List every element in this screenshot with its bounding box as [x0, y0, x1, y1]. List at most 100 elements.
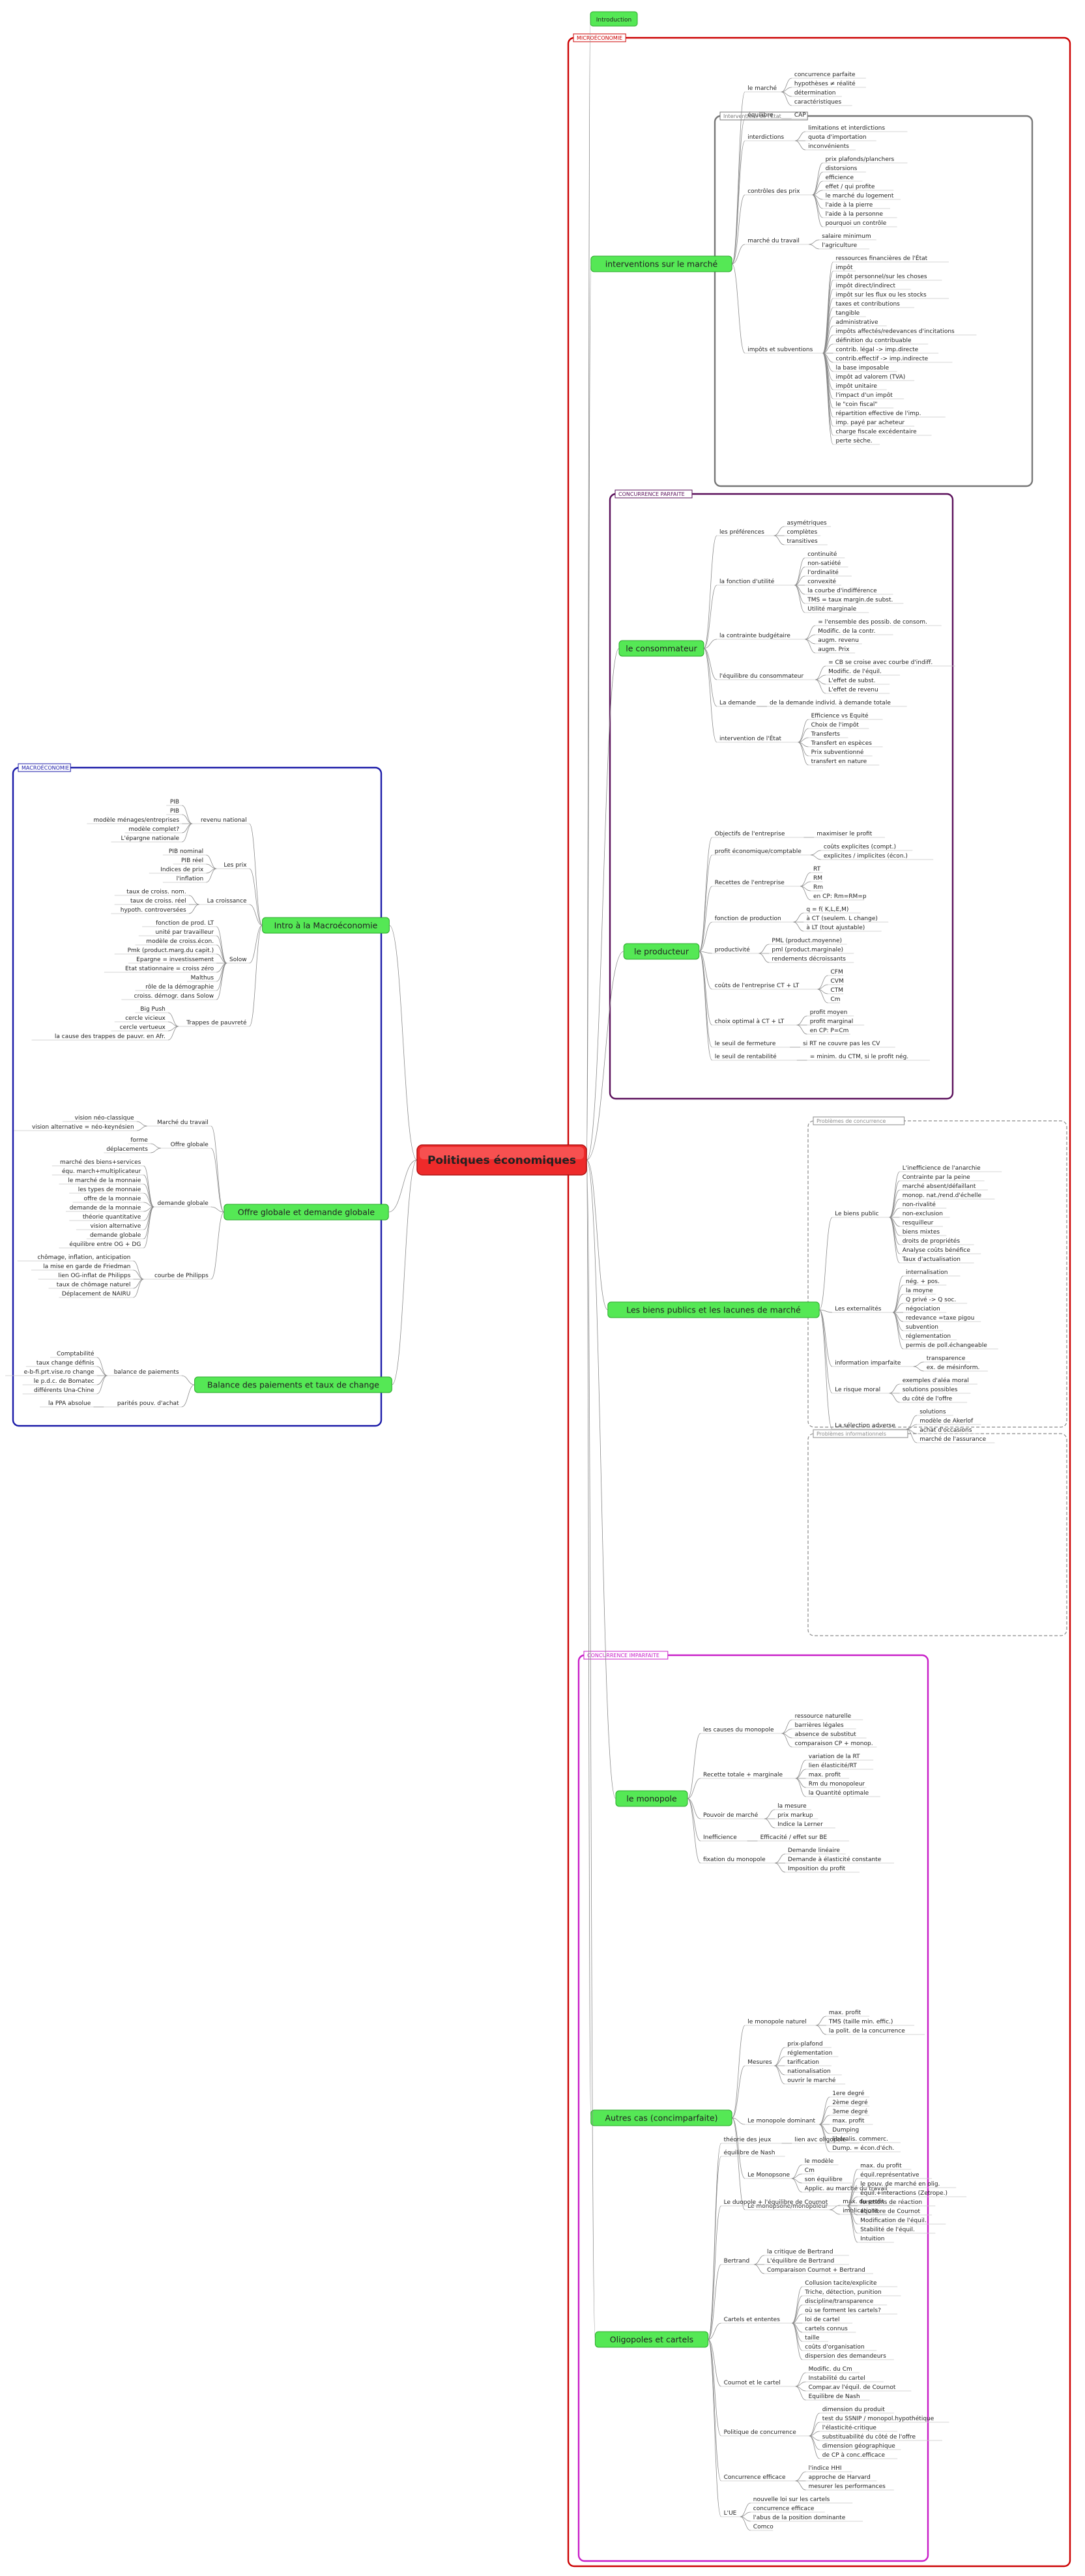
leaf-label[interactable]: son équilibre	[805, 2176, 843, 2183]
group-label[interactable]: parités pouv. d'achat	[117, 1400, 179, 1407]
leaf-label[interactable]: charge fiscale excédentaire	[836, 428, 918, 435]
leaf-label[interactable]: taxes et contributions	[836, 301, 901, 308]
leaf-label[interactable]: Cm	[831, 996, 841, 1003]
leaf-label[interactable]: l'indice HHI	[809, 2465, 842, 2472]
leaf-label[interactable]: dimension géographique	[822, 2442, 896, 2450]
group-label[interactable]: les préférences	[719, 528, 764, 536]
leaf-label[interactable]: distorsions	[826, 166, 858, 172]
group-label[interactable]: la fonction d'utilité	[719, 578, 775, 585]
leaf-label[interactable]: perte sèche.	[836, 437, 873, 444]
leaf-label[interactable]: prix-plafond	[787, 2041, 822, 2048]
group-label[interactable]: coûts de l'entreprise CT + LT	[715, 983, 800, 989]
leaf-label[interactable]: CFM	[831, 969, 843, 976]
leaf-label[interactable]: la Quantité optimale	[809, 1789, 869, 1797]
leaf-label[interactable]: solutions possibles	[903, 1387, 958, 1393]
leaf-label[interactable]: Cm	[805, 2167, 815, 2174]
leaf-label[interactable]: impôt unitaire	[836, 383, 878, 390]
leaf-label[interactable]: Transferts	[811, 731, 841, 738]
leaf-label[interactable]: ressource naturelle	[795, 1713, 852, 1720]
leaf-label[interactable]: Instabilité du cartel	[809, 2375, 865, 2382]
leaf-label[interactable]: taux de croiss. nom.	[126, 889, 186, 895]
leaf-label[interactable]: fonction de prod. LT	[156, 920, 214, 927]
leaf-label[interactable]: Modification de l'équil.	[860, 2217, 927, 2224]
group-label[interactable]: interdictions	[747, 134, 784, 141]
leaf-label[interactable]: chômage, inflation, anticipation	[37, 1254, 130, 1261]
leaf-label[interactable]: CAP	[794, 112, 806, 119]
leaf-label[interactable]: non-rivalité	[903, 1201, 936, 1208]
leaf-label[interactable]: = l'ensemble des possib. de consom.	[818, 619, 927, 626]
leaf-label[interactable]: l'ordinalité	[807, 569, 839, 576]
leaf-label[interactable]: TMS (taille min. effic.)	[828, 2019, 893, 2025]
group-label[interactable]: le seuil de rentabilité	[715, 1053, 777, 1060]
leaf-label[interactable]: Imposition du profit	[788, 1866, 846, 1872]
leaf-label[interactable]: taux de chômage naturel	[57, 1281, 131, 1288]
leaf-label[interactable]: ouvrir le marché	[787, 2077, 836, 2084]
leaf-label[interactable]: Modific. du Cm	[809, 2366, 852, 2373]
leaf-label[interactable]: taux de croiss. réel	[130, 897, 186, 904]
leaf-label[interactable]: Indice la Lerner	[777, 1821, 823, 1828]
leaf-label[interactable]: lien avc oligopole	[794, 2137, 846, 2143]
leaf-label[interactable]: Collusion tacite/explicite	[805, 2280, 877, 2287]
leaf-label[interactable]: Utilité marginale	[807, 605, 856, 613]
leaf-label[interactable]: demande globale	[90, 1232, 141, 1239]
leaf-label[interactable]: RT	[813, 866, 821, 873]
leaf-label[interactable]: réglementation	[906, 1333, 951, 1340]
group-label[interactable]: La demande	[719, 700, 756, 706]
leaf-label[interactable]: contrib. légal -> imp.directe	[836, 346, 919, 353]
leaf-label[interactable]: Q privé -> Q soc.	[906, 1296, 956, 1303]
group-label[interactable]: Les externalités	[835, 1305, 882, 1312]
leaf-label[interactable]: répartition effective de l'imp.	[836, 410, 921, 417]
leaf-label[interactable]: L'inefficience de l'anarchie	[903, 1165, 981, 1172]
group-label[interactable]: demande globale	[157, 1200, 209, 1207]
leaf-label[interactable]: Compar.av l'équil. de Cournot	[809, 2384, 896, 2391]
leaf-label[interactable]: test du SSNIP / monopol.hypothétique	[822, 2415, 934, 2422]
leaf-label[interactable]: déplacements	[106, 1146, 148, 1153]
leaf-label[interactable]: Choix de l'impôt	[811, 721, 860, 729]
leaf-label[interactable]: non-exclusion	[903, 1211, 943, 1217]
leaf-label[interactable]: profit marginal	[810, 1019, 854, 1025]
leaf-label[interactable]: si RT ne couvre pas les CV	[803, 1041, 880, 1047]
leaf-label[interactable]: loi de cartel	[805, 2317, 839, 2323]
group-label[interactable]: fonction de production	[715, 916, 781, 922]
leaf-label[interactable]: transfert en nature	[811, 759, 867, 765]
leaf-label[interactable]: équ. march+multiplicateur	[62, 1168, 141, 1175]
leaf-label[interactable]: implications	[843, 2208, 878, 2214]
leaf-label[interactable]: Efficacité / effet sur BE	[760, 1834, 828, 1841]
leaf-label[interactable]: PIB nominal	[169, 848, 203, 855]
leaf-label[interactable]: nég. + pos.	[906, 1278, 940, 1285]
group-label[interactable]: profit économique/comptable	[715, 848, 802, 855]
group-label[interactable]: fixation du monopole	[703, 1857, 766, 1863]
group-label[interactable]: marché du travail	[747, 237, 800, 244]
leaf-label[interactable]: variation de la RT	[809, 1754, 860, 1760]
group-label[interactable]: Le risque moral	[835, 1387, 880, 1393]
leaf-label[interactable]: mesurer les performances	[809, 2483, 886, 2490]
leaf-label[interactable]: demande de la monnaie	[70, 1205, 141, 1211]
leaf-label[interactable]: la PPA absolue	[48, 1400, 91, 1407]
leaf-label[interactable]: la cause des trappes de pauvr. en Afr.	[55, 1034, 166, 1040]
group-label[interactable]: choix optimal à CT + LT	[715, 1019, 785, 1025]
group-label[interactable]: courbe de Philipps	[154, 1273, 209, 1279]
leaf-label[interactable]: barrières légales	[795, 1722, 844, 1729]
leaf-label[interactable]: forme	[130, 1137, 148, 1144]
leaf-label[interactable]: l'aide à la personne	[826, 211, 884, 218]
leaf-label[interactable]: convexité	[807, 578, 836, 585]
leaf-label[interactable]: modèle de croiss.écon.	[146, 938, 214, 945]
leaf-label[interactable]: internalisation	[906, 1269, 948, 1276]
leaf-label[interactable]: profit moyen	[810, 1009, 848, 1016]
leaf-label[interactable]: max. du profit	[843, 2199, 884, 2205]
leaf-label[interactable]: quota d'importation	[808, 134, 867, 141]
leaf-label[interactable]: le pouv. de marché en olig.	[860, 2180, 940, 2188]
leaf-label[interactable]: Stabilité de l'équil.	[860, 2226, 915, 2233]
leaf-label[interactable]: la critique de Bertrand	[767, 2249, 833, 2255]
group-label[interactable]: information imparfaite	[835, 1360, 901, 1367]
leaf-label[interactable]: continuité	[807, 551, 837, 558]
leaf-label[interactable]: ressources financières de l'État	[836, 254, 928, 262]
leaf-label[interactable]: en CP: P=Cm	[810, 1028, 849, 1034]
leaf-label[interactable]: 1ere degré	[832, 2090, 865, 2097]
group-label[interactable]: Pouvoir de marché	[703, 1812, 759, 1819]
group-label[interactable]: le monopole naturel	[747, 2019, 807, 2025]
group-label[interactable]: Marché du travail	[157, 1119, 209, 1126]
leaf-label[interactable]: cartels connus	[805, 2326, 848, 2332]
leaf-label[interactable]: Pmk (product.marg.du capit.)	[128, 948, 214, 954]
leaf-label[interactable]: pourquoi un contrôle	[826, 220, 887, 227]
